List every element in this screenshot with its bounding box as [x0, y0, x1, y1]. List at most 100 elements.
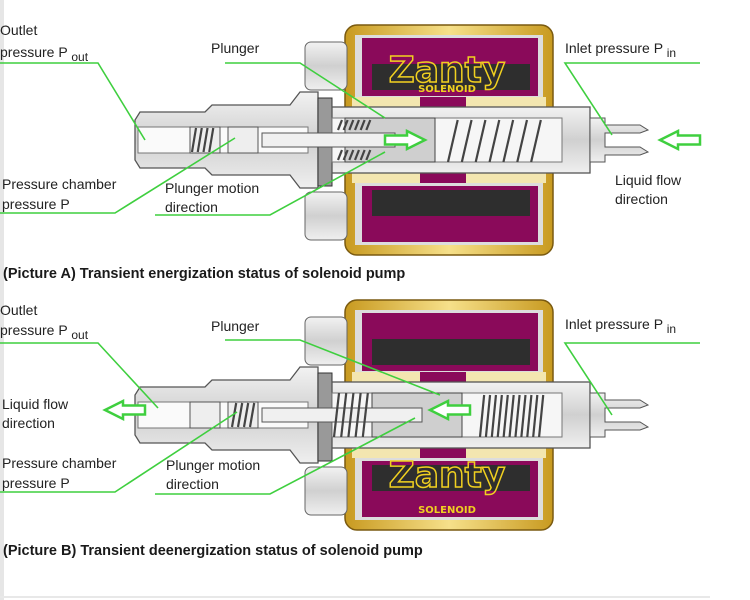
- coil-top-strip-center: [420, 97, 466, 107]
- b-inlet-sub: in: [666, 322, 677, 336]
- b-motion-label-2: direction: [166, 476, 219, 492]
- b-outlet-text: pressure P: [0, 322, 68, 338]
- b-inlet-text: Inlet pressure P: [565, 316, 663, 332]
- a-plunger-label: Plunger: [211, 40, 260, 56]
- small-spring: [365, 149, 372, 161]
- a-chamber-label-1: Pressure chamber: [2, 176, 117, 192]
- a-flow-label-1: Liquid flow: [615, 172, 682, 188]
- return-spring-compressed: [490, 394, 498, 438]
- small-spring: [361, 392, 369, 438]
- valve-spring: [190, 127, 198, 153]
- small-spring: [332, 392, 341, 438]
- return-spring: [530, 119, 542, 163]
- a-inlet-leader: [563, 62, 700, 136]
- return-spring: [460, 119, 473, 163]
- mount-nut-bottom: [304, 466, 348, 516]
- small-spring: [347, 392, 355, 438]
- solenoid-logo-text: SOLENOID: [418, 84, 476, 95]
- b-inlet-label: Inlet pressure P in: [565, 316, 676, 337]
- small-spring: [336, 149, 343, 161]
- liquid-flow-arrow: [657, 128, 702, 152]
- valve-spring: [202, 127, 209, 153]
- small-spring: [340, 392, 348, 438]
- small-spring: [359, 119, 366, 131]
- small-spring: [348, 149, 355, 161]
- a-inlet-label: Inlet pressure P in: [565, 40, 676, 61]
- a-chamber-label-2: pressure P: [2, 196, 70, 212]
- return-spring-compressed: [496, 394, 503, 438]
- coil-bottom-core: [372, 190, 530, 216]
- valve-spring: [230, 402, 238, 428]
- return-spring-compressed: [502, 394, 509, 438]
- coil-bottom-core: [372, 465, 530, 491]
- a-outlet-label-1: Outlet: [0, 22, 38, 38]
- coil-bottom-strip-center: [420, 173, 466, 183]
- small-spring: [348, 119, 355, 131]
- plunger-motion-arrow: [427, 398, 472, 422]
- return-spring: [516, 119, 529, 163]
- b-flow-label-1: Liquid flow: [2, 396, 69, 412]
- b-plunger-label: Plunger: [211, 318, 260, 334]
- plunger-rod: [261, 407, 423, 423]
- a-inlet-sub: in: [666, 46, 677, 60]
- return-spring-compressed: [532, 394, 539, 438]
- a-motion-label-2: direction: [165, 199, 218, 215]
- mount-nut-top: [304, 316, 348, 366]
- zanty-logo: Zanty: [389, 50, 506, 91]
- plunger-motion-arrow: [383, 128, 428, 152]
- a-motion-leader: [155, 151, 386, 216]
- return-spring-compressed: [478, 394, 486, 438]
- a-outlet-sub: out: [71, 50, 89, 64]
- a-outlet-label-2: pressure P out: [0, 44, 88, 65]
- return-spring-compressed: [526, 394, 533, 438]
- small-spring: [336, 119, 343, 131]
- b-plunger-leader: [225, 339, 441, 396]
- return-spring-compressed: [520, 394, 527, 438]
- b-motion-label-1: Plunger motion: [166, 457, 261, 473]
- b-outlet-label-1: Outlet: [0, 302, 38, 318]
- mount-nut-top: [304, 41, 348, 91]
- small-spring: [342, 149, 349, 161]
- b-flow-label-2: direction: [2, 415, 55, 431]
- a-chamber-leader: [0, 137, 236, 214]
- return-spring-compressed: [484, 394, 492, 438]
- return-spring-compressed: [514, 394, 521, 438]
- b-outlet-sub: out: [71, 328, 89, 342]
- return-spring: [474, 119, 487, 163]
- return-spring: [488, 119, 501, 163]
- inlet-barb: [589, 117, 650, 163]
- plunger-rod: [261, 132, 396, 148]
- small-spring: [359, 149, 366, 161]
- b-inlet-leader: [563, 342, 700, 416]
- b-chamber-leader: [0, 411, 238, 493]
- coil-top-core: [372, 64, 530, 90]
- coil-top-strip-center: [420, 372, 466, 382]
- small-spring: [353, 119, 360, 131]
- bottom-divider: [0, 596, 710, 598]
- a-motion-label-1: Plunger motion: [165, 180, 260, 196]
- b-chamber-label-2: pressure P: [2, 475, 70, 491]
- b-motion-leader: [155, 417, 416, 495]
- a-flow-label-2: direction: [615, 191, 668, 207]
- small-spring: [354, 392, 362, 438]
- small-spring: [365, 119, 372, 131]
- small-spring: [342, 119, 349, 131]
- a-inlet-text: Inlet pressure P: [565, 40, 663, 56]
- small-spring: [353, 149, 360, 161]
- a-plunger-leader: [225, 62, 386, 119]
- valve-spring: [242, 402, 250, 428]
- valve-spring: [196, 127, 203, 153]
- b-outlet-leader: [0, 342, 159, 409]
- return-spring-compressed: [537, 394, 545, 438]
- inlet-barb: [589, 392, 650, 438]
- valve-spring: [236, 402, 244, 428]
- liquid-flow-arrow: [102, 398, 147, 422]
- return-spring-compressed: [508, 394, 515, 438]
- return-spring: [502, 119, 515, 163]
- return-spring: [446, 119, 459, 163]
- a-caption: (Picture A) Transient energization statu…: [3, 266, 406, 282]
- outlet-valve: [189, 401, 221, 429]
